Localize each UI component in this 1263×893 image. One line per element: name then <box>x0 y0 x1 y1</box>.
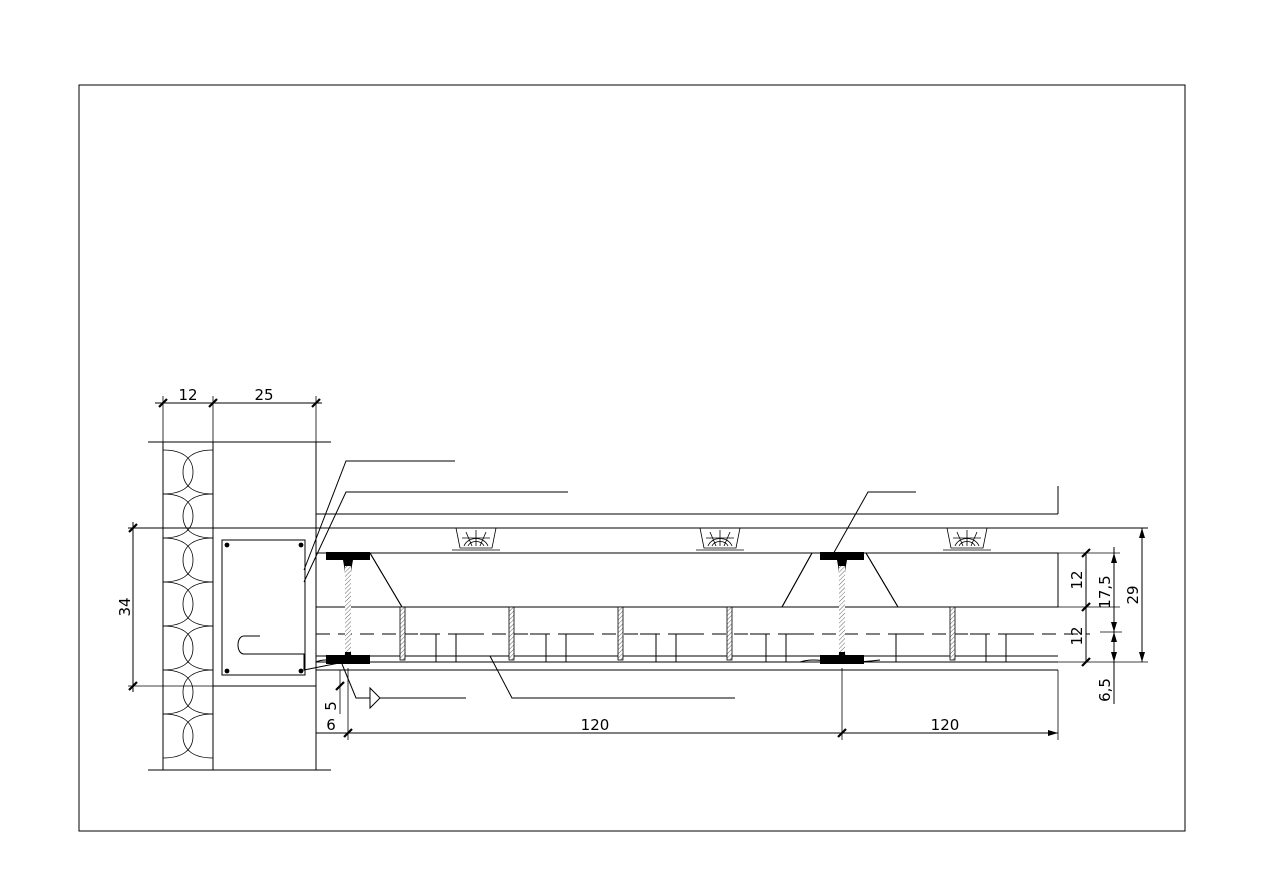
insulation-pattern <box>162 449 214 759</box>
dim-ceiling: 6,5 <box>1096 678 1114 702</box>
dim-offset: 6 <box>326 716 336 734</box>
concrete-topping <box>315 552 1059 608</box>
wall <box>148 441 345 771</box>
dim-slab-upper: 17,5 <box>1096 575 1114 608</box>
level-marker-icon <box>369 686 381 710</box>
vent-icon <box>695 527 745 551</box>
dim-span-2: 120 <box>931 716 960 734</box>
vent-icon <box>942 527 992 551</box>
i-beam-middle <box>820 552 864 664</box>
floor-slab <box>128 486 1148 686</box>
dim-wall-insulation: 12 <box>178 386 197 404</box>
dim-bearing: 5 <box>322 701 340 711</box>
dimensions: 12 25 34 120 120 6 5 12 12 <box>116 386 1148 740</box>
sheet-frame <box>78 84 1186 832</box>
dim-beam-height: 34 <box>116 597 134 616</box>
i-beam-left <box>326 552 370 664</box>
dim-infill-layer: 12 <box>1068 626 1086 645</box>
dim-slab-total: 29 <box>1124 585 1142 604</box>
leader-lines <box>303 460 916 710</box>
vent-icon <box>451 527 501 551</box>
dim-wall-masonry: 25 <box>254 386 273 404</box>
dim-span-1: 120 <box>581 716 610 734</box>
ring-beam <box>212 527 317 687</box>
dim-concrete-layer: 12 <box>1068 570 1086 589</box>
